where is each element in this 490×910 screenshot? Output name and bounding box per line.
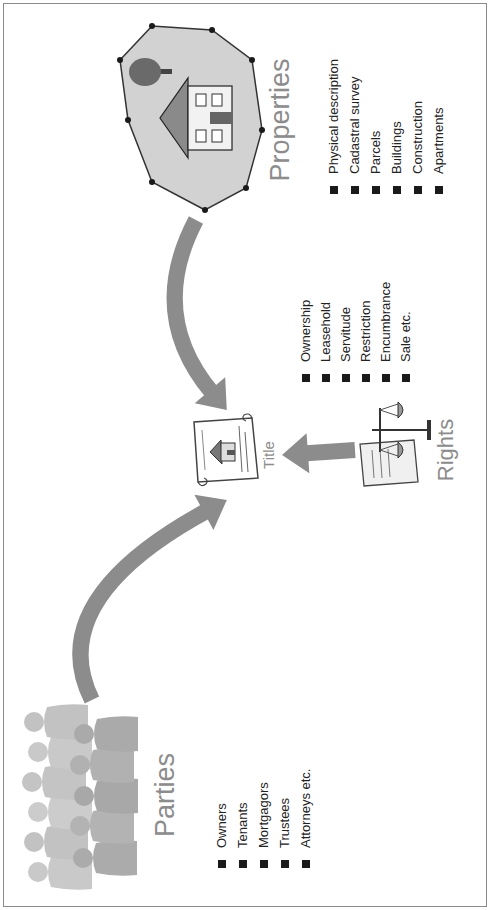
group-label: Properties <box>265 20 296 220</box>
bullet-item: Restriction <box>358 301 373 382</box>
bullet-item: Attorneys etc. <box>298 769 313 868</box>
arrow-shaft <box>175 220 214 394</box>
bullet-square <box>362 374 370 382</box>
flow-arrow <box>175 220 227 410</box>
bullet-square <box>302 374 310 382</box>
bullet-item: Tenants <box>235 802 250 868</box>
bullet-square <box>393 186 401 194</box>
bullet-square <box>322 374 330 382</box>
rights-scales-icon <box>360 402 431 486</box>
flow-arrow <box>80 495 226 700</box>
bullet-square <box>260 860 268 868</box>
list-item-text: Buildings <box>389 121 404 174</box>
list-item-text: Mortgagors <box>256 782 271 848</box>
group-label: Rights <box>433 405 458 495</box>
properties-group: Properties <box>110 20 301 220</box>
bullet-square <box>382 374 390 382</box>
arrow-shaft <box>303 450 355 454</box>
bullet-item: Sale etc. <box>398 311 413 382</box>
bullet-square <box>239 860 247 868</box>
group-label: Title <box>260 410 277 500</box>
parties-group: Parties <box>15 700 186 890</box>
list-item-text: Physical description <box>326 59 341 174</box>
bullet-square <box>342 374 350 382</box>
list-item-text: Sale etc. <box>398 311 413 362</box>
list-item-text: Encumbrance <box>378 282 393 362</box>
bullet-square <box>281 860 289 868</box>
list-item-text: Servitude <box>338 307 353 362</box>
bullet-item: Leasehold <box>318 302 333 382</box>
bullet-square <box>435 186 443 194</box>
list-item-text: Cadastral survey <box>347 76 362 174</box>
list-item-text: Parcels <box>368 131 383 174</box>
list-item-text: Owners <box>214 803 229 848</box>
bullet-item: Apartments <box>431 108 446 194</box>
arrow-head <box>194 495 226 530</box>
list-item-text: Ownership <box>298 300 313 362</box>
bullet-square <box>330 186 338 194</box>
bullet-item: Trustees <box>277 798 292 868</box>
bullet-item: Encumbrance <box>378 282 393 382</box>
bullet-item: Owners <box>214 803 229 868</box>
list-item-text: Apartments <box>431 108 446 174</box>
flow-arrow <box>282 433 355 473</box>
bullet-item: Mortgagors <box>256 782 271 868</box>
group-label: Parties <box>150 700 181 890</box>
land-parcel-icon <box>117 23 265 213</box>
title-deed-icon <box>194 414 258 486</box>
bullet-square <box>218 860 226 868</box>
bullet-item: Servitude <box>338 307 353 382</box>
bullet-item: Parcels <box>368 131 383 194</box>
bullet-item: Construction <box>410 101 425 194</box>
list-item-text: Tenants <box>235 802 250 848</box>
list-item-text: Restriction <box>358 301 373 362</box>
title-group: Title <box>190 410 282 500</box>
bullet-square <box>402 374 410 382</box>
arrow-head <box>282 433 309 473</box>
bullet-item: Ownership <box>298 300 313 382</box>
list-item-text: Trustees <box>277 798 292 848</box>
list-item-text: Construction <box>410 101 425 174</box>
bullet-square <box>302 860 310 868</box>
rights-group: Rights <box>355 405 463 495</box>
bullet-square <box>414 186 422 194</box>
bullet-square <box>372 186 380 194</box>
list-item-text: Leasehold <box>318 302 333 362</box>
bullet-item: Buildings <box>389 121 404 194</box>
bullet-square <box>351 186 359 194</box>
arrow-head <box>195 377 227 410</box>
list-item-text: Attorneys etc. <box>298 769 313 848</box>
bullet-item: Cadastral survey <box>347 76 362 194</box>
bullet-item: Physical description <box>326 59 341 194</box>
people-crowd <box>22 704 138 889</box>
arrow-shaft <box>80 510 208 700</box>
